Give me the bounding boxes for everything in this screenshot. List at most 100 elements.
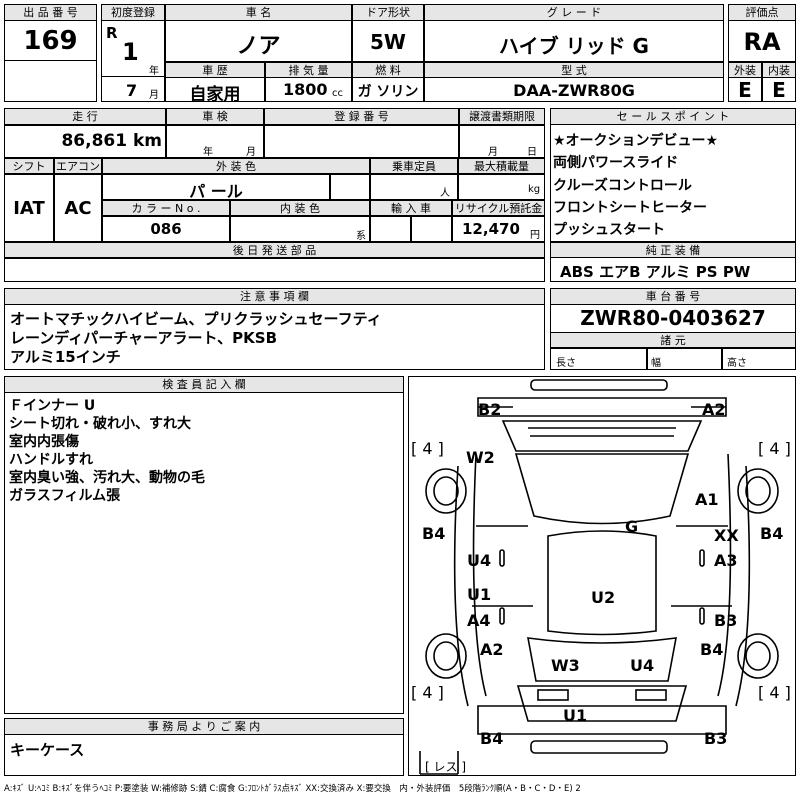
displacement: 1800 bbox=[283, 80, 328, 99]
transfer-month-unit: 月 bbox=[488, 147, 498, 158]
mark-xx: XX bbox=[714, 526, 739, 545]
legend: A:ｷｽﾞ U:ﾍｺﾐ B:ｷｽﾞを伴うﾍｺﾐ P:要塗装 W:補修跡 S:錆 … bbox=[4, 784, 581, 794]
color-no-label: カ ラ ー N o . bbox=[102, 200, 230, 216]
capacity-unit: 人 bbox=[440, 188, 450, 199]
notes-label: 注 意 事 項 欄 bbox=[4, 288, 545, 305]
mark-b4-lower-right: B4 bbox=[700, 640, 724, 659]
model: DAA-ZWR80G bbox=[513, 81, 635, 100]
color-no-cell bbox=[102, 216, 230, 242]
sales-point-item: プッシュスタート bbox=[553, 222, 665, 238]
interior-label: 内装 bbox=[762, 62, 796, 78]
reg-year: 1 bbox=[122, 38, 139, 66]
width-cell bbox=[647, 348, 722, 370]
mark-b3-bottom: B3 bbox=[704, 729, 728, 748]
model-label: 型 式 bbox=[424, 62, 724, 78]
reg-year-unit: 年 bbox=[149, 66, 159, 77]
capacity-label: 乗車定員 bbox=[370, 158, 458, 174]
inspector-line: ガラスフィルム張 bbox=[9, 488, 121, 504]
load-cell bbox=[458, 174, 545, 200]
ac-label: エアコン bbox=[54, 158, 102, 174]
mark-a3: A3 bbox=[714, 551, 738, 570]
displacement-label: 排 気 量 bbox=[265, 62, 352, 78]
recycle-cell bbox=[452, 216, 545, 242]
length-cell bbox=[550, 348, 647, 370]
lot-no-label: 出 品 番 号 bbox=[4, 4, 97, 21]
reg-month-unit: 月 bbox=[149, 90, 159, 101]
color-label: 外 装 色 bbox=[102, 158, 370, 174]
int-color-cell bbox=[230, 216, 370, 242]
mileage: 86,861 km bbox=[61, 131, 162, 151]
history: 自家用 bbox=[189, 85, 241, 105]
import-cell-b bbox=[411, 216, 452, 242]
spare-tire-label: [ レス ] bbox=[425, 760, 467, 774]
mark-g: G bbox=[625, 517, 639, 536]
first-reg-label: 初度登録 bbox=[101, 4, 165, 21]
door-label: ドア形状 bbox=[352, 4, 424, 21]
mark-w2: W2 bbox=[466, 448, 495, 467]
mileage-label: 走 行 bbox=[4, 108, 166, 125]
ac-cell bbox=[54, 174, 102, 242]
inspection-month-unit: 月 bbox=[246, 147, 256, 158]
sales-point-item: フロントシートヒーター bbox=[553, 200, 707, 216]
color-extra-cell bbox=[330, 174, 370, 200]
import-label: 輸 入 車 bbox=[370, 200, 452, 216]
int-color-label: 内 装 色 bbox=[230, 200, 370, 216]
inspector-label: 検 査 員 記 入 欄 bbox=[4, 376, 404, 393]
shift-cell bbox=[4, 174, 54, 242]
first-reg-divider bbox=[101, 76, 165, 77]
later-parts-cell bbox=[4, 258, 545, 282]
exterior-label: 外装 bbox=[728, 62, 762, 78]
mark-a4: A4 bbox=[467, 611, 491, 630]
import-cell-a bbox=[370, 216, 411, 242]
mileage-cell bbox=[4, 125, 166, 158]
inspector-line: 室内臭い強、汚れ大、動物の毛 bbox=[9, 470, 205, 486]
car-diagram-box bbox=[408, 376, 796, 776]
notes-line: アルミ15インチ bbox=[10, 348, 121, 366]
mark-u4-left: U4 bbox=[467, 551, 492, 570]
ac: AC bbox=[64, 198, 92, 219]
era: R bbox=[106, 24, 118, 42]
history-label: 車 歴 bbox=[165, 62, 265, 78]
capacity-cell bbox=[370, 174, 458, 200]
car-name-label: 車 名 bbox=[165, 4, 352, 21]
mark-b4-right: B4 bbox=[760, 524, 784, 543]
transfer-day-unit: 日 bbox=[527, 147, 537, 158]
mark-b2: B2 bbox=[478, 400, 502, 419]
recycle-unit: 円 bbox=[530, 230, 540, 241]
color-cell bbox=[102, 174, 330, 200]
tire-mark-front-right: [ 4 ] bbox=[758, 439, 791, 458]
tire-mark-front-left: [ 4 ] bbox=[411, 439, 444, 458]
shift: IAT bbox=[13, 198, 45, 219]
chassis-label: 車 台 番 号 bbox=[550, 288, 796, 305]
equipment-label: 純 正 装 備 bbox=[550, 242, 796, 258]
mark-u2: U2 bbox=[591, 588, 616, 607]
transfer-label: 譲渡書類期限 bbox=[459, 108, 545, 125]
recycle-amount: 12,470 bbox=[462, 220, 520, 238]
load-label: 最大積載量 bbox=[458, 158, 545, 174]
inspector-line: Ｆインナー U bbox=[9, 398, 96, 414]
grade-label: グ レ ー ド bbox=[424, 4, 724, 21]
height-cell bbox=[722, 348, 796, 370]
recycle-label: リサイクル預託金 bbox=[452, 200, 545, 216]
inspector-line: シート切れ・破れ小、すれ大 bbox=[9, 416, 191, 432]
inspection-cell bbox=[166, 125, 264, 158]
chassis-number: ZWR80-0403627 bbox=[580, 306, 766, 330]
mark-b4-bottom: B4 bbox=[480, 729, 504, 748]
mark-u1-left: U1 bbox=[467, 585, 492, 604]
height-label: 高さ bbox=[727, 358, 747, 369]
equipment: ABS エアB アルミ PS PW bbox=[560, 263, 751, 281]
office-note: キーケース bbox=[10, 741, 85, 759]
fuel-label: 燃 料 bbox=[352, 62, 424, 78]
reg-month: 7 bbox=[126, 81, 138, 100]
sales-point-item: クルーズコントロール bbox=[553, 178, 692, 194]
inspector-line: 室内内張傷 bbox=[9, 434, 79, 450]
int-color-unit: 系 bbox=[356, 231, 366, 242]
notes-line: オートマチックハイビーム、プリクラッシュセーフティ bbox=[10, 310, 382, 328]
grade: ハイブ リッド G bbox=[499, 34, 649, 58]
later-parts-label: 後 日 発 送 部 品 bbox=[4, 242, 545, 258]
inspection-label: 車 検 bbox=[166, 108, 264, 125]
mark-u1-bottom: U1 bbox=[563, 706, 588, 725]
mark-b4-left: B4 bbox=[422, 524, 446, 543]
sales-points-label: セ ー ル ス ポ イ ン ト bbox=[550, 108, 796, 125]
office-label: 事 務 局 よ り ご 案 内 bbox=[4, 718, 404, 735]
